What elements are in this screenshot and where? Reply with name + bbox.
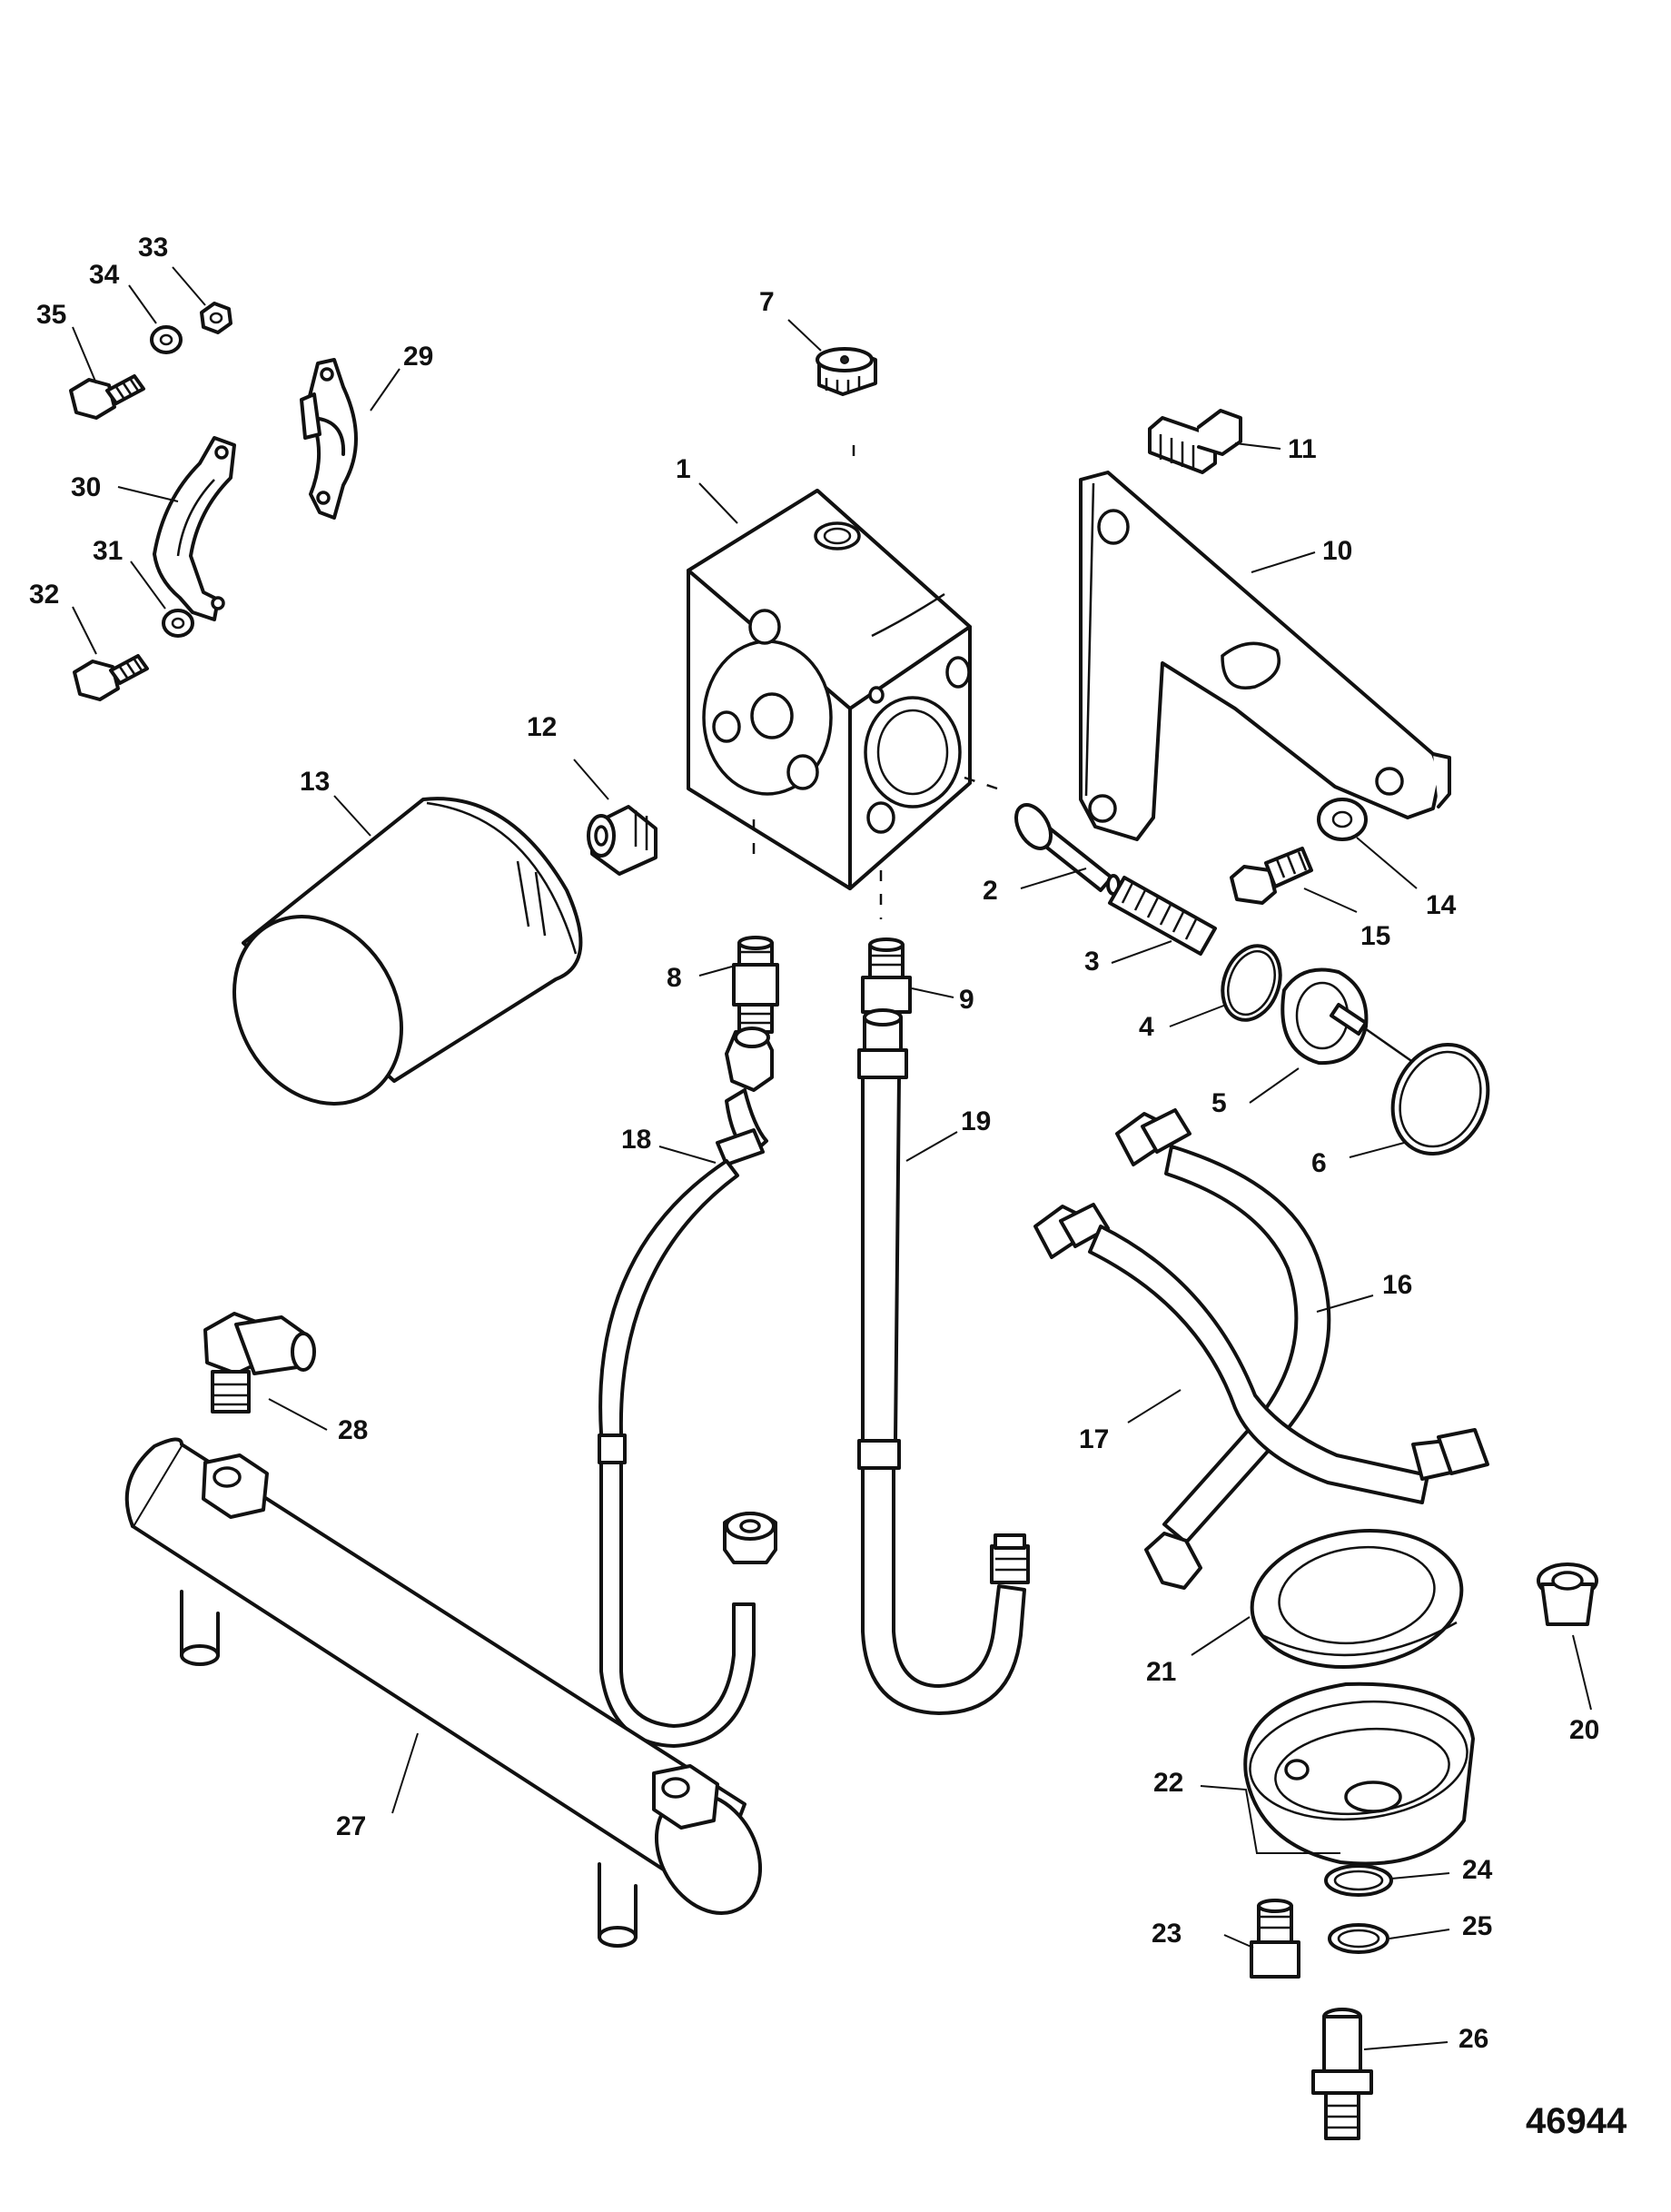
o-ring-25	[1328, 1923, 1389, 1954]
callout-4: 4	[1139, 1012, 1154, 1042]
callout-22: 22	[1153, 1768, 1183, 1798]
callout-25: 25	[1462, 1911, 1492, 1941]
fitting-9	[861, 937, 912, 1014]
bushing-20	[1537, 1562, 1598, 1626]
callout-11: 11	[1288, 434, 1317, 464]
plug-7	[816, 347, 877, 396]
callout-30: 30	[71, 472, 101, 502]
callout-labels: 1 2 3 4 5 6 7 8 9 10 11 12 13 14 15 16 1…	[29, 233, 1599, 2054]
oil-line-16	[1115, 1108, 1331, 1590]
nut-33	[200, 302, 232, 334]
bolt-11	[1148, 409, 1242, 474]
callout-35: 35	[36, 300, 66, 330]
retaining-ring-6	[1390, 1042, 1490, 1156]
callout-27: 27	[336, 1811, 366, 1841]
oil-line-19	[857, 1008, 1030, 1715]
figure-number: 46944	[1526, 2101, 1627, 2141]
callout-2: 2	[983, 876, 998, 906]
o-ring-24	[1324, 1864, 1393, 1897]
callout-16: 16	[1382, 1270, 1412, 1300]
callout-26: 26	[1458, 2024, 1488, 2054]
clamp-29	[300, 358, 358, 520]
oil-filter-13	[232, 797, 583, 1106]
bolt-35	[69, 374, 145, 420]
callout-15: 15	[1360, 921, 1390, 951]
callout-31: 31	[93, 536, 123, 566]
fitting-12	[587, 805, 658, 876]
elbow-fitting-28	[203, 1312, 316, 1413]
callout-12: 12	[527, 712, 557, 742]
callout-33: 33	[138, 233, 168, 263]
callout-8: 8	[667, 963, 682, 993]
manifold-tube-27	[124, 1437, 763, 1948]
bracket-plate-10	[1079, 471, 1451, 841]
oil-line-17	[1033, 1203, 1489, 1504]
callout-3: 3	[1084, 947, 1100, 977]
bolt-32	[73, 654, 149, 701]
washer-34	[150, 325, 183, 354]
adapter-block-1	[687, 489, 972, 890]
fitting-23	[1250, 1899, 1300, 1979]
tube-2	[1014, 803, 1121, 896]
callout-1: 1	[676, 454, 691, 484]
callout-28: 28	[338, 1415, 368, 1445]
clamp-30	[153, 436, 236, 621]
callout-13: 13	[300, 767, 330, 797]
callout-24: 24	[1462, 1855, 1493, 1885]
spring-3	[1108, 876, 1217, 956]
callout-29: 29	[403, 342, 433, 372]
callout-21: 21	[1146, 1657, 1176, 1687]
filter-adapter-22	[1243, 1681, 1475, 1866]
gasket-21	[1250, 1528, 1464, 1670]
o-ring-4	[1221, 944, 1282, 1022]
bolt-15	[1230, 847, 1313, 905]
thermostat-5	[1280, 967, 1418, 1066]
callout-7: 7	[759, 287, 775, 317]
callout-5: 5	[1211, 1088, 1227, 1118]
leader-lines	[72, 266, 1592, 2050]
callout-34: 34	[89, 260, 120, 290]
washer-14	[1317, 798, 1368, 841]
callout-18: 18	[621, 1125, 651, 1155]
callout-20: 20	[1569, 1715, 1599, 1745]
callout-32: 32	[29, 580, 59, 610]
callout-23: 23	[1152, 1919, 1182, 1949]
fitting-8	[732, 936, 779, 1034]
callout-6: 6	[1311, 1148, 1327, 1178]
callout-9: 9	[959, 985, 974, 1015]
callout-14: 14	[1426, 890, 1457, 920]
callout-19: 19	[961, 1106, 991, 1136]
washer-31	[162, 609, 194, 638]
sender-26	[1311, 2008, 1373, 2140]
callout-10: 10	[1322, 536, 1352, 566]
callout-17: 17	[1079, 1424, 1109, 1454]
